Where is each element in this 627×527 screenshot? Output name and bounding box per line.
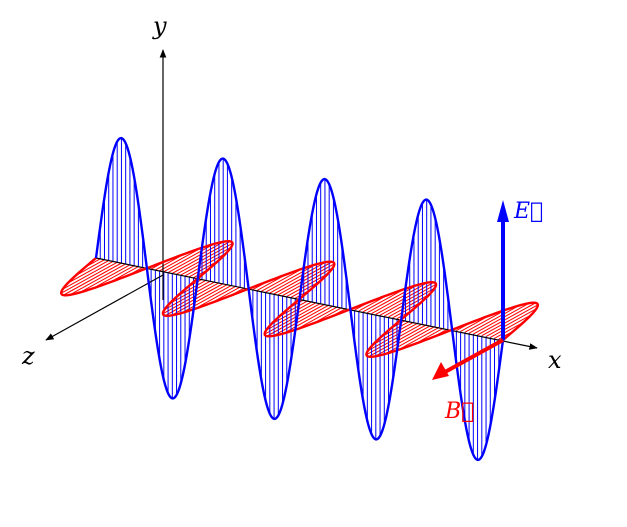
magnetic-hatch-line — [367, 284, 418, 314]
magnetic-hatch-line — [494, 321, 524, 339]
magnetic-hatch-line — [490, 314, 532, 338]
magnetic-hatch-line — [79, 264, 131, 293]
magnetic-hatch-line — [261, 268, 303, 292]
magnetic-hatch-line — [60, 261, 118, 294]
magnetic-hatch-line — [159, 247, 201, 272]
x-axis-label: x — [548, 346, 562, 374]
magnetic-hatch-line — [194, 285, 237, 310]
magnetic-hatch-line — [75, 259, 105, 277]
magnetic-hatch-line — [481, 304, 539, 337]
magnetic-hatch-line — [92, 265, 135, 289]
e-vector-arrowhead — [497, 200, 509, 222]
magnetic-hatch-line — [163, 243, 215, 273]
magnetic-hatch-line — [485, 308, 537, 338]
electric-field-hatching — [99, 138, 500, 460]
magnetic-hatch-line — [278, 300, 309, 318]
electric-field-wave — [94, 136, 505, 462]
magnetic-hatch-line — [296, 306, 338, 330]
magnetic-hatch-line — [468, 305, 520, 334]
magnetic-hatch-line — [176, 279, 207, 297]
y-axis-label: y — [152, 12, 167, 40]
e-vector-label: E⃗ — [513, 199, 543, 224]
b-vector-arrow — [444, 338, 504, 374]
magnetic-hatch-line — [181, 284, 232, 314]
magnetic-hatch-line — [464, 309, 507, 333]
magnetic-hatch-line — [392, 301, 423, 319]
magnetic-hatch-line — [380, 320, 410, 338]
b-vector-label: B⃗ — [444, 399, 474, 424]
b-vector-arrowhead — [432, 362, 449, 380]
z-axis — [45, 274, 164, 341]
magnetic-hatch-line — [63, 262, 122, 296]
magnetic-hatch-line — [477, 302, 536, 336]
z-axis-label: z — [21, 342, 35, 370]
magnetic-hatch-line — [62, 260, 114, 290]
magnetic-hatch-line — [265, 264, 317, 293]
magnetic-hatch-line — [290, 280, 321, 298]
magnetic-hatch-line — [398, 326, 440, 351]
magnetic-hatch-line — [282, 305, 334, 334]
magnetic-hatch-line — [69, 263, 126, 296]
x-axis — [95, 257, 538, 350]
magnetic-hatch-line — [384, 325, 436, 355]
magnetic-hatch-line — [67, 260, 109, 284]
magnetic-hatch-line — [189, 260, 219, 278]
magnetic-hatch-line — [362, 288, 405, 313]
